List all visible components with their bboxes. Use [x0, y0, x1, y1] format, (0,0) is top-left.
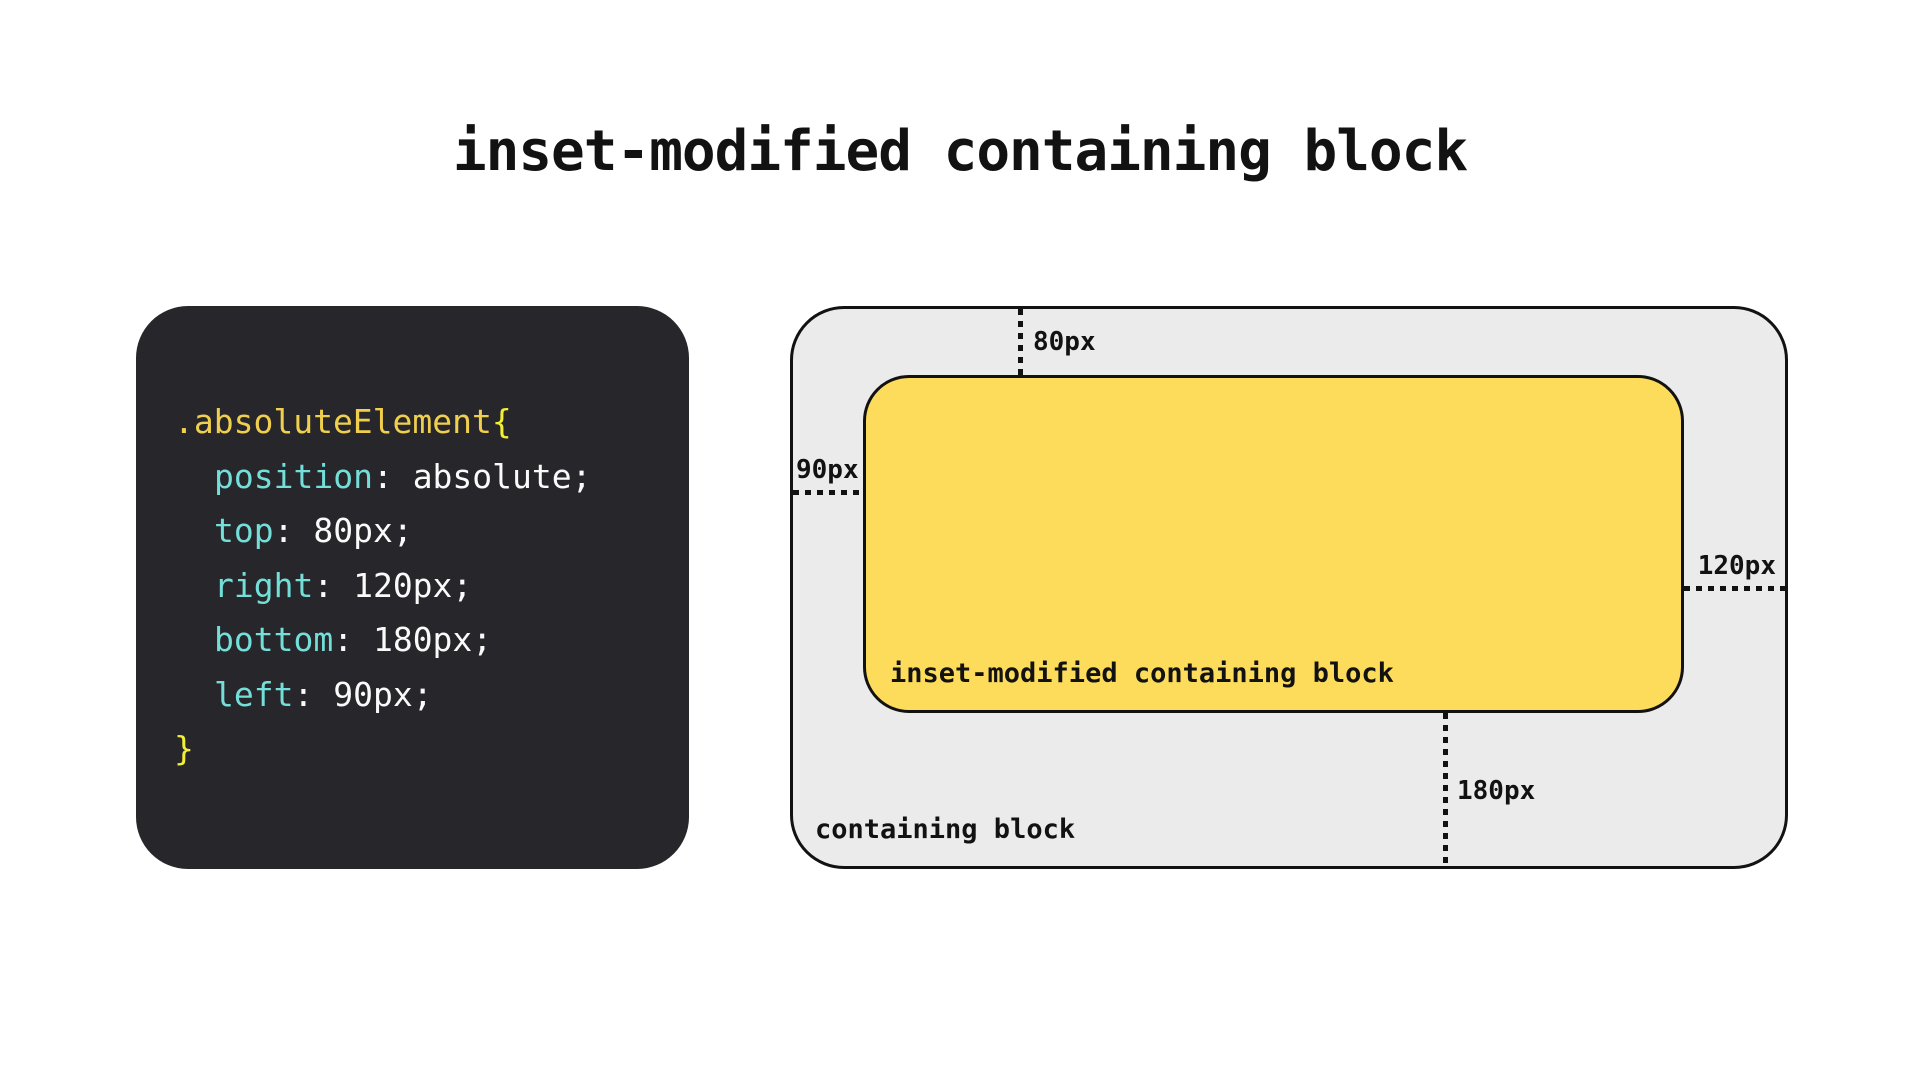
css-selector: .absoluteElement	[174, 402, 492, 441]
css-value: : 180px;	[333, 620, 493, 659]
containing-block-label: containing block	[815, 814, 1076, 845]
css-value: : 90px;	[293, 674, 433, 714]
dimension-bottom-label: 180px	[1457, 776, 1536, 806]
dotted-line-left	[793, 490, 863, 495]
dimension-top-label: 80px	[1033, 327, 1096, 357]
close-brace: }	[174, 729, 194, 768]
code-declarations: position: absolute;top: 80px;right: 120p…	[174, 450, 689, 723]
css-property: right	[214, 565, 314, 605]
css-property: position	[214, 456, 373, 496]
containing-block: inset-modified containing block 80px 90p…	[790, 306, 1788, 869]
dotted-line-top	[1018, 309, 1023, 375]
code-line-bottom: bottom: 180px;	[174, 613, 689, 668]
code-line-right: right: 120px;	[174, 559, 689, 614]
css-property: bottom	[214, 620, 334, 659]
css-value: : absolute;	[372, 456, 592, 496]
inset-modified-containing-block: inset-modified containing block	[863, 375, 1684, 713]
code-panel: .absoluteElement{position: absolute;top:…	[136, 306, 689, 869]
dimension-right-label: 120px	[1697, 551, 1776, 581]
inner-block-label: inset-modified containing block	[890, 658, 1394, 689]
code-line-position: position: absolute;	[174, 450, 689, 505]
css-code: .absoluteElement{position: absolute;top:…	[136, 306, 689, 777]
code-line-selector: .absoluteElement{	[174, 395, 689, 450]
dimension-left-label: 90px	[796, 455, 859, 485]
page-title: inset-modified containing block	[452, 119, 1468, 184]
open-brace: {	[491, 402, 512, 441]
code-line-close: }	[174, 722, 689, 777]
code-line-left: left: 90px;	[174, 668, 689, 723]
css-property: left	[214, 674, 294, 714]
code-line-top: top: 80px;	[174, 504, 689, 559]
dotted-line-bottom	[1443, 713, 1448, 866]
css-value: : 80px;	[273, 511, 413, 550]
dotted-line-right	[1684, 586, 1785, 591]
css-property: top	[214, 511, 274, 550]
css-value: : 120px;	[313, 565, 473, 605]
